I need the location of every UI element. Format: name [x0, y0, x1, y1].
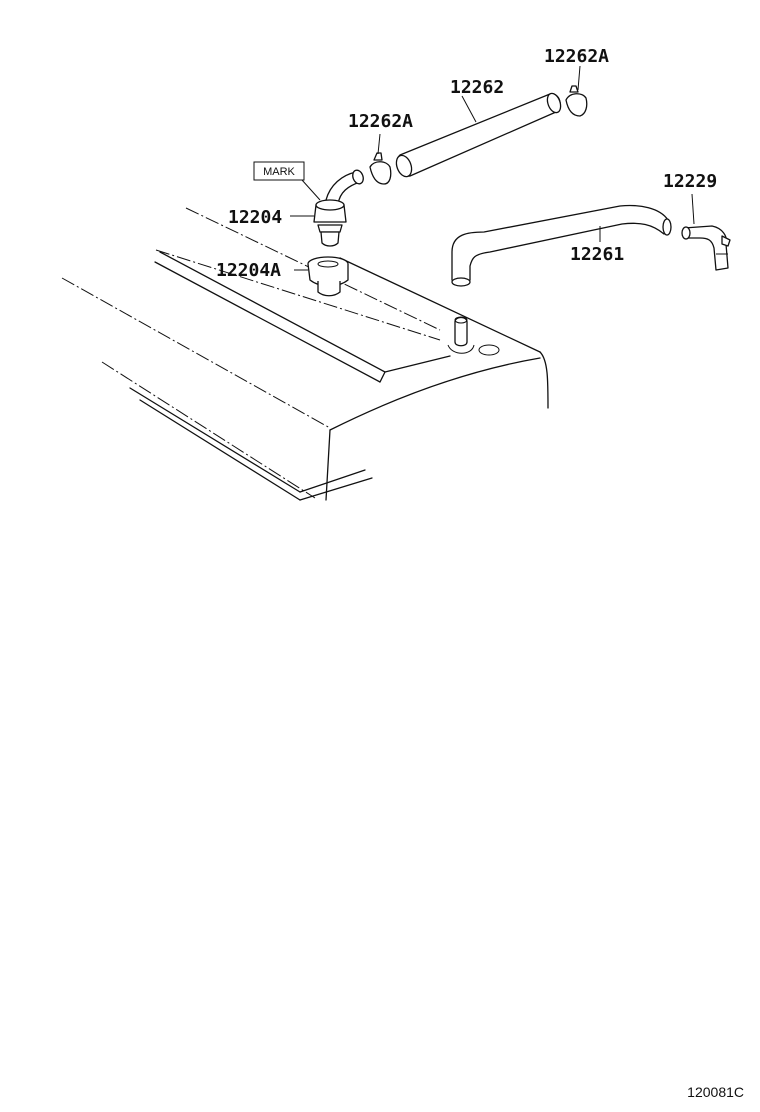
hose-12262 [395, 92, 562, 178]
part-label-12261: 12261 [570, 244, 624, 265]
clip-12262A-left [369, 152, 392, 185]
part-label-12262A-top: 12262A [544, 46, 609, 67]
grommet-12204A [307, 256, 349, 297]
engine-cover-illustration [61, 207, 549, 501]
leader-lines [290, 65, 695, 271]
part-label-12204A: 12204A [216, 260, 281, 281]
part-label-12262A-left: 12262A [348, 111, 413, 132]
mark-label-box [253, 161, 305, 181]
clip-12262A-right [565, 85, 588, 117]
mark-label: MARK [263, 166, 295, 178]
part-label-12262: 12262 [450, 77, 504, 98]
union-12229 [681, 225, 731, 271]
illustration-code: 120081C [687, 1084, 744, 1100]
hose-12261 [451, 204, 672, 287]
pcv-valve-12204 [313, 169, 364, 247]
part-label-12204: 12204 [228, 207, 282, 228]
part-label-12229: 12229 [663, 171, 717, 192]
